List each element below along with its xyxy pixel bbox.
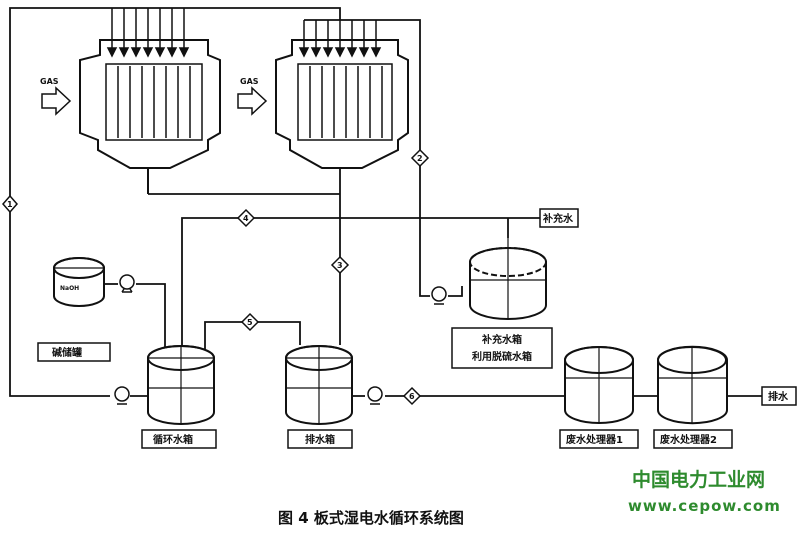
svg-text:4: 4 <box>243 214 249 223</box>
pump-discharge <box>367 386 383 405</box>
wastewater-treatment-1 <box>564 346 634 424</box>
svg-text:排水箱: 排水箱 <box>305 433 335 446</box>
circulation-tank-box: 循环水箱 <box>141 429 217 449</box>
circulation-water-tank <box>147 345 215 425</box>
valve-1: 1 <box>2 194 18 214</box>
pump-naoh <box>119 274 135 293</box>
svg-text:循环水箱: 循环水箱 <box>153 433 193 446</box>
svg-text:碱储罐: 碱储罐 <box>52 346 82 359</box>
svg-text:2: 2 <box>417 154 423 163</box>
gas-label-2: GAS <box>240 77 259 86</box>
naoh-tank: NaOH <box>53 257 105 307</box>
svg-text:利用脱硫水箱: 利用脱硫水箱 <box>472 350 532 363</box>
gas-arrow-2: GAS <box>237 77 268 116</box>
wastewater-2-box: 废水处理器2 <box>653 429 733 449</box>
piping <box>9 7 762 397</box>
discharge-water-tank <box>285 345 353 425</box>
gas-arrow-1: GAS <box>40 77 72 116</box>
discharge-tank-box: 排水箱 <box>287 429 353 449</box>
pump-circulation <box>114 386 130 405</box>
precipitator-2-spray-pipes <box>298 20 382 58</box>
svg-text:补充水: 补充水 <box>542 212 574 225</box>
alkali-tank-box: 碱储罐 <box>37 342 111 362</box>
pump-makeup <box>431 286 447 305</box>
svg-text:5: 5 <box>247 318 253 327</box>
gas-label-1: GAS <box>40 77 59 86</box>
wastewater-1-box: 废水处理器1 <box>559 429 639 449</box>
watermark-url: www.cepow.com <box>628 497 781 515</box>
valve-5: 5 <box>240 312 260 332</box>
svg-text:6: 6 <box>409 392 415 401</box>
svg-text:废水处理器1: 废水处理器1 <box>566 433 623 446</box>
svg-text:1: 1 <box>7 200 13 209</box>
makeup-water-tank <box>469 238 547 320</box>
valve-3: 3 <box>330 255 350 275</box>
svg-text:3: 3 <box>337 261 343 270</box>
valve-4-top: 4 <box>236 208 256 228</box>
svg-text:排水: 排水 <box>768 390 789 403</box>
makeup-water-box: 补充水 <box>539 208 579 228</box>
svg-text:补充水箱: 补充水箱 <box>481 333 522 346</box>
svg-text:废水处理器2: 废水处理器2 <box>660 433 717 446</box>
watermark-title: 中国电力工业网 <box>632 468 765 491</box>
valve-6: 6 <box>402 386 422 406</box>
naoh-label: NaOH <box>60 285 79 292</box>
valve-2: 2 <box>410 148 430 168</box>
precipitator-2 <box>275 39 409 169</box>
precipitator-1-spray-pipes <box>106 8 190 58</box>
precipitator-1 <box>79 39 221 194</box>
drain-box: 排水 <box>761 386 797 406</box>
wastewater-treatment-2 <box>657 345 728 425</box>
makeup-tank-box: 补充水箱 利用脱硫水箱 <box>451 327 553 369</box>
figure-caption: 图 4 板式湿电水循环系统图 <box>278 509 464 527</box>
